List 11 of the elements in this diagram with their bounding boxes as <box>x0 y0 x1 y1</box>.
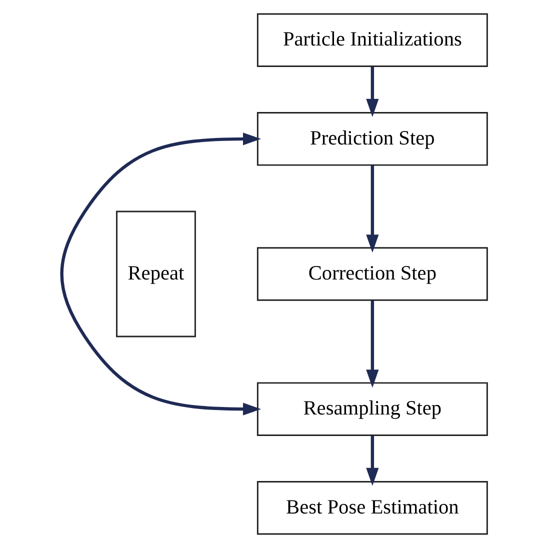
arrow <box>366 300 378 388</box>
arrow <box>366 436 378 486</box>
node-box: Best Pose Estimation <box>256 481 488 535</box>
arrow <box>366 165 378 253</box>
node-box: Particle Initializations <box>256 13 488 67</box>
node-box: Resampling Step <box>256 382 488 436</box>
arrow <box>366 66 378 117</box>
node-box: Correction Step <box>256 247 488 301</box>
node-box: Prediction Step <box>256 112 488 166</box>
node-box: Repeat <box>116 210 196 338</box>
arrow <box>60 132 261 416</box>
